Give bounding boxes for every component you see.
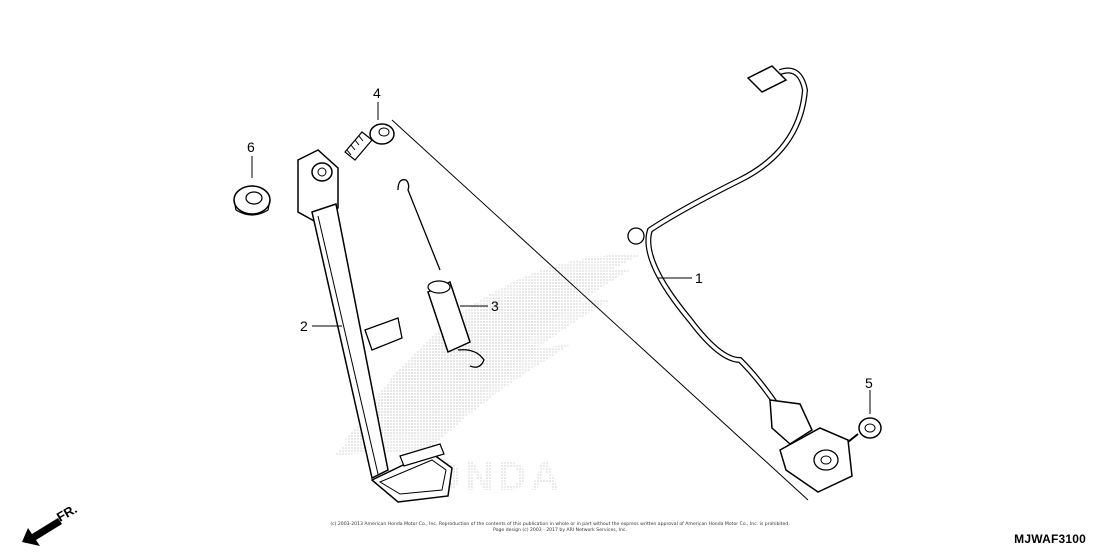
callout-6: 6 xyxy=(247,139,255,155)
part-3-spring xyxy=(397,179,485,368)
part-2-side-stand xyxy=(297,149,453,503)
callout-4: 4 xyxy=(373,85,381,101)
callout-5: 5 xyxy=(865,375,873,391)
copyright-line-1: (c) 2003-2013 American Honda Motor Co., … xyxy=(330,522,790,527)
callout-2: 2 xyxy=(300,318,308,334)
diagram-code: MJWAF3100 xyxy=(1014,532,1086,546)
honda-wing-watermark xyxy=(335,254,640,455)
part-4-bolt xyxy=(344,123,395,161)
callout-3: 3 xyxy=(491,298,499,314)
part-5-bolt xyxy=(847,417,882,443)
part-1-switch-harness xyxy=(627,65,853,493)
copyright-notice: (c) 2003-2013 American Honda Motor Co., … xyxy=(0,522,1120,534)
leader-lines xyxy=(251,102,871,414)
callout-1: 1 xyxy=(695,270,703,286)
part-6-nut xyxy=(233,185,271,216)
copyright-line-2: Page design (c) 2003 - 2017 by ARI Netwo… xyxy=(493,528,627,533)
leader-line-bolt xyxy=(391,119,809,501)
